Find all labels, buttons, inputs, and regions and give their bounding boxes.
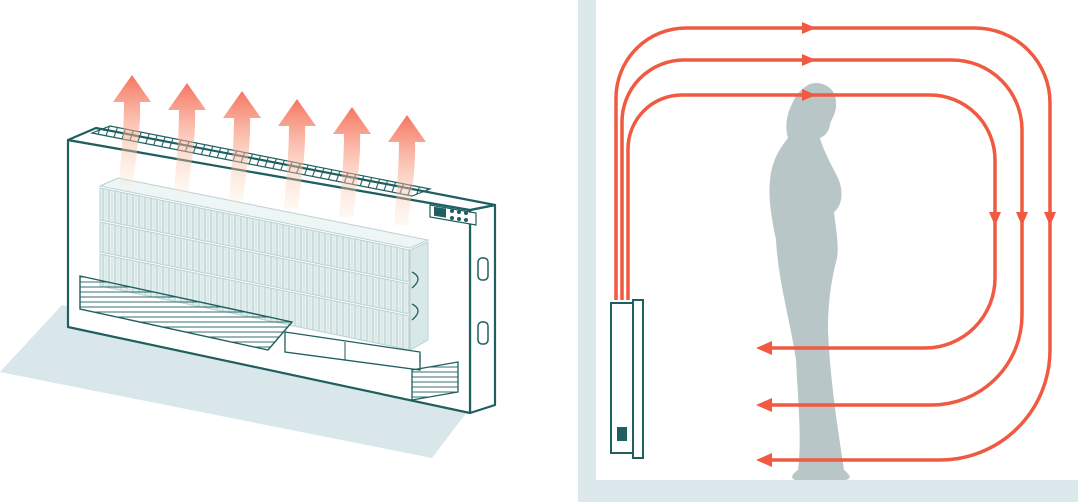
- heat-arrow-up-icon: [333, 107, 371, 217]
- airflow-side-arrowhead: [1016, 212, 1028, 226]
- control-button-2: [457, 210, 461, 214]
- wall-heater-control: [617, 427, 627, 441]
- wall-heater-front: [632, 299, 644, 459]
- heater-side-face: [468, 203, 497, 415]
- airflow-side-arrowhead: [1044, 212, 1056, 226]
- pipe-bend-2: [411, 303, 419, 321]
- room-airflow-diagram: [540, 0, 1078, 502]
- heater-illustration: [0, 75, 497, 458]
- room-airflow-svg: [578, 0, 1078, 502]
- control-button-6: [464, 218, 468, 222]
- floor-shadow: [0, 305, 470, 458]
- airflow-top-arrowhead: [802, 54, 816, 66]
- heat-arrow-up-icon: [278, 99, 316, 209]
- airflow-loop-icon: [626, 93, 997, 350]
- side-knob-bottom: [477, 321, 489, 345]
- airflow-loops: [614, 22, 1056, 467]
- airflow-side-arrowhead: [989, 212, 1001, 226]
- airflow-loop-icon: [620, 58, 1024, 407]
- fin-block-end: [409, 241, 429, 351]
- airflow-top-arrowhead: [802, 89, 816, 101]
- heat-arrow-up-icon: [168, 83, 206, 193]
- control-button-3: [464, 211, 468, 215]
- heat-arrow-up-icon: [388, 115, 426, 225]
- room-floor: [578, 480, 1078, 502]
- airflow-loop-icon: [614, 26, 1052, 462]
- airflow-end-arrowhead: [756, 453, 772, 467]
- heat-arrow-up-icon: [223, 91, 261, 201]
- fin-block-back: [98, 177, 430, 249]
- corner-grille: [411, 361, 459, 401]
- airflow-end-arrowhead: [756, 398, 772, 412]
- rising-heat-arrows: [113, 75, 426, 225]
- heater-illustration-svg: [0, 75, 497, 458]
- control-button-4: [450, 216, 454, 220]
- pipe-bend-1: [411, 271, 419, 289]
- control-button-1: [450, 209, 454, 213]
- person-silhouette-icon: [769, 82, 850, 480]
- room-left-wall: [578, 0, 596, 502]
- airflow-end-arrowhead: [756, 341, 772, 355]
- airflow-top-arrowhead: [802, 22, 816, 34]
- control-display: [434, 206, 446, 218]
- front-louvre: [79, 275, 294, 351]
- heat-arrow-up-icon: [113, 75, 151, 185]
- side-knob-top: [477, 257, 489, 281]
- control-button-5: [457, 217, 461, 221]
